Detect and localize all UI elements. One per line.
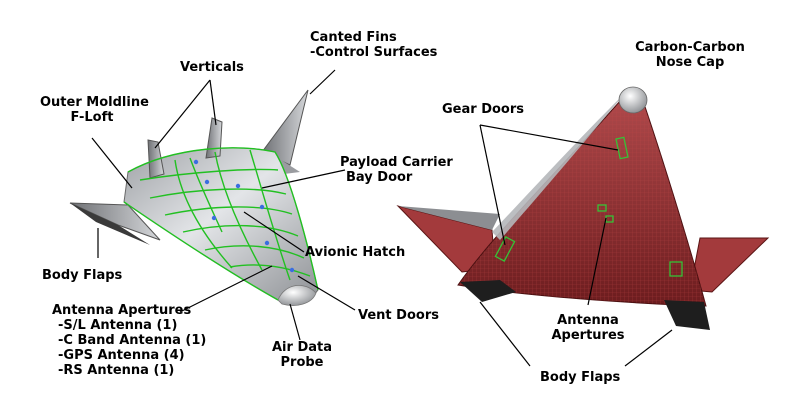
bottom-right-body-flap [664, 300, 710, 330]
panel-lines [123, 147, 319, 301]
bottom-left-body-flap [460, 280, 516, 302]
label-outer-moldline: Outer Moldline F-Loft [40, 95, 149, 125]
label-canted-fins: Canted Fins -Control Surfaces [310, 30, 437, 60]
label-avionic-hatch: Avionic Hatch [305, 245, 406, 260]
label-antenna-apertures-right-line1: Antenna [557, 313, 619, 328]
vertical-fin-1 [147, 139, 165, 179]
label-antenna-apertures-right: Antenna Apertures [548, 313, 628, 343]
antenna-list-item-cband: -C Band Antenna (1) [58, 333, 207, 348]
antenna-dots [193, 159, 295, 273]
label-canted-fins-line2: -Control Surfaces [310, 45, 438, 60]
label-payload-bay-line1: Payload Carrier [340, 155, 453, 170]
label-vent-doors: Vent Doors [358, 308, 439, 323]
label-nose-cap: Carbon-Carbon Nose Cap [635, 40, 745, 70]
vertical-fin-2 [205, 117, 223, 159]
right-vehicle [396, 86, 770, 330]
label-outer-moldline-line2: F-Loft [70, 110, 114, 125]
label-air-data-probe-line1: Air Data [271, 340, 332, 355]
label-canted-fins-line1: Canted Fins [310, 30, 397, 45]
antenna-list-item-gps: -GPS Antenna (4) [58, 348, 185, 363]
carbon-carbon-nose-cap [618, 86, 648, 114]
label-payload-bay: Payload Carrier Bay Door [340, 155, 453, 185]
label-antenna-apertures-right-line2: Apertures [551, 328, 625, 343]
label-air-data-probe: Air Data Probe [262, 340, 342, 370]
label-nose-cap-line2: Nose Cap [655, 55, 725, 70]
left-body-flap [70, 203, 150, 245]
bottom-panels [494, 136, 683, 277]
label-antenna-apertures-list: Antenna Apertures -S/L Antenna (1) -C Ba… [52, 303, 206, 378]
label-body-flaps-left: Body Flaps [42, 268, 123, 283]
label-air-data-probe-line2: Probe [280, 355, 324, 370]
label-body-flaps-right: Body Flaps [540, 370, 621, 385]
leader-lines [91, 69, 673, 367]
label-outer-moldline-line1: Outer Moldline [40, 95, 149, 110]
label-gear-doors: Gear Doors [442, 102, 524, 117]
antenna-list-item-rs: -RS Antenna (1) [58, 363, 175, 378]
label-nose-cap-line1: Carbon-Carbon [635, 40, 745, 55]
antenna-list-title: Antenna Apertures [52, 303, 192, 318]
label-verticals: Verticals [180, 60, 244, 75]
antenna-list-item-sl: -S/L Antenna (1) [58, 318, 178, 333]
label-payload-bay-line2: Bay Door [346, 170, 413, 185]
bottom-right-wing [689, 237, 770, 293]
